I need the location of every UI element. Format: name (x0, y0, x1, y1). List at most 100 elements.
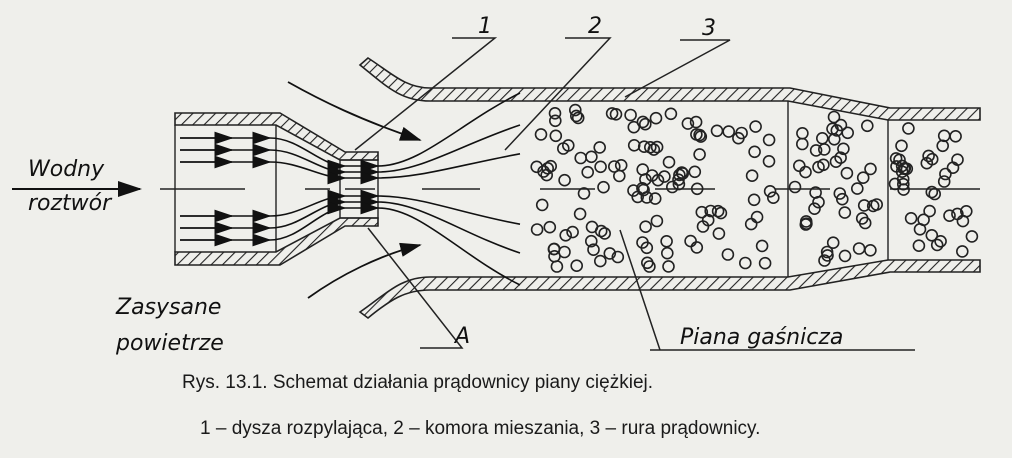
label-part-2: 2 (588, 14, 602, 39)
bubble (695, 205, 709, 219)
bubble (676, 167, 690, 180)
bubble (858, 216, 872, 230)
label-inlet-line2: roztwór (28, 191, 113, 216)
bubble (561, 139, 575, 152)
bubble (711, 204, 725, 218)
bubble (939, 167, 952, 181)
bubble (627, 184, 640, 197)
bubble (835, 192, 849, 206)
bubble (559, 229, 573, 242)
bubble (627, 120, 641, 134)
bubble (934, 235, 947, 248)
bubble (925, 229, 939, 242)
bubble (788, 180, 802, 194)
bubble (833, 187, 847, 200)
bubble (815, 132, 829, 145)
bubble (627, 139, 641, 152)
bubble (607, 160, 621, 173)
bubble (650, 214, 664, 228)
label-part-1: 1 (478, 14, 492, 39)
bubble (936, 139, 950, 153)
label-part-3: 3 (702, 16, 716, 41)
bubble (817, 158, 830, 172)
bubble (701, 213, 715, 227)
bubble (870, 198, 884, 211)
bubble (662, 260, 675, 273)
bubble (593, 254, 607, 268)
bubble (638, 117, 652, 131)
bubble (758, 256, 772, 270)
figure-caption-title: Rys. 13.1. Schemat działania prądownicy … (182, 372, 654, 393)
tube-bottom-wall (358, 259, 981, 320)
bubble (937, 129, 951, 143)
bubble (640, 191, 654, 204)
bubble (548, 114, 562, 128)
bubble (749, 120, 762, 133)
bubble (748, 145, 761, 159)
bubble (585, 220, 599, 234)
bubble (897, 183, 910, 196)
bubble (690, 241, 704, 254)
bubble (672, 173, 685, 186)
bubble (665, 180, 679, 194)
bubble (857, 199, 871, 212)
bubble (639, 220, 652, 233)
bubble (541, 162, 555, 175)
bubble (649, 111, 663, 125)
bubble (951, 207, 964, 221)
bubble (690, 182, 704, 196)
figure-caption-legend: 1 – dysza rozpylająca, 2 – komora miesza… (200, 418, 761, 439)
label-air-line2: powietrze (115, 331, 224, 356)
bubble (829, 155, 843, 168)
bubble (594, 160, 607, 174)
bubble (920, 156, 934, 170)
air-arrow-top (287, 81, 422, 141)
bubble (762, 155, 776, 168)
bubble (949, 130, 962, 143)
bubble (603, 247, 617, 260)
bubble (570, 259, 584, 273)
bubble (530, 223, 544, 236)
bubble (550, 260, 564, 273)
bubble (651, 173, 665, 187)
bubble (922, 149, 935, 163)
bubble (658, 170, 671, 183)
bubble (593, 141, 607, 154)
bubble (643, 260, 656, 273)
bubble (838, 206, 852, 219)
bubble (675, 166, 689, 179)
bubble (571, 111, 585, 125)
bubble (799, 165, 812, 179)
bubble (534, 128, 548, 141)
bubble (745, 169, 759, 182)
bubble (721, 248, 735, 261)
streamline (180, 201, 521, 286)
bubble (818, 254, 831, 267)
bubble (694, 130, 708, 143)
bubble (732, 131, 745, 145)
bubble (609, 108, 623, 121)
bubble (612, 169, 626, 183)
bubble (959, 205, 973, 218)
bubble (864, 244, 877, 257)
bubble (587, 243, 600, 256)
bubble (826, 236, 840, 249)
bubble (852, 242, 866, 255)
bubble (650, 140, 664, 154)
bubble (888, 177, 902, 191)
bubble (558, 173, 571, 187)
bubble (799, 215, 813, 228)
bubble (581, 165, 595, 179)
bubble (850, 182, 864, 195)
bubble (664, 107, 678, 121)
bubble (917, 213, 930, 227)
bubble (660, 246, 674, 260)
bubble (624, 108, 637, 122)
bubble (750, 210, 764, 224)
bubble (837, 142, 850, 156)
bubble (574, 151, 588, 165)
bubble (923, 204, 936, 218)
bubble (681, 117, 695, 130)
bubble (577, 187, 591, 200)
